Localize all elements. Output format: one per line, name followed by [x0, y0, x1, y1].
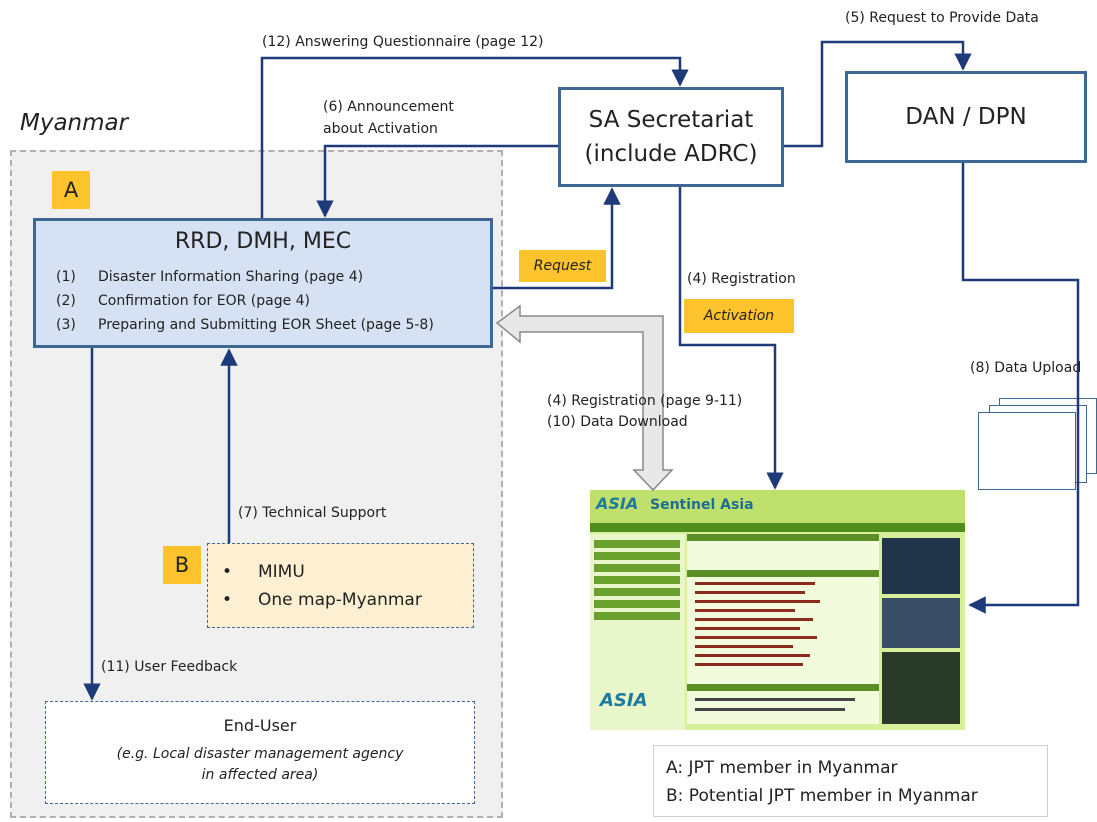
dan-dpn-box: DAN / DPN	[845, 71, 1087, 163]
sa-secretariat-box: SA Secretariat (include ADRC)	[558, 87, 784, 187]
legend-b: B: Potential JPT member in Myanmar	[666, 786, 978, 806]
text-line	[695, 591, 805, 594]
arrow-request	[493, 187, 621, 290]
mimu-box: • MIMU • One map-Myanmar	[207, 543, 474, 628]
sidebar-item	[594, 564, 680, 572]
task-text: Confirmation for EOR (page 4)	[98, 293, 311, 309]
task-number: (1)	[56, 269, 76, 285]
sidebar-item	[594, 588, 680, 596]
text-line	[695, 600, 820, 603]
satellite-image	[882, 652, 960, 724]
text-line	[695, 698, 855, 701]
label-user-feedback: (11) User Feedback	[101, 659, 238, 675]
text-line	[695, 645, 793, 648]
task-number: (2)	[56, 293, 76, 309]
region-label: Myanmar	[20, 110, 129, 136]
rrd-dmh-mec-box: RRD, DMH, MEC (1) Disaster Information Sh…	[33, 218, 493, 348]
label-announcement: (6) Announcement	[323, 99, 454, 115]
arrow-answering	[260, 56, 689, 218]
task-item: (3) Preparing and Submitting EOR Sheet (p…	[56, 317, 434, 333]
text-line	[695, 636, 817, 639]
rrd-title: RRD, DMH, MEC	[174, 229, 352, 254]
satellite-image	[882, 538, 960, 594]
text-line	[695, 618, 813, 621]
website-logo: ASIA	[596, 494, 639, 513]
legend-a: A: JPT member in Myanmar	[666, 758, 898, 778]
mimu-item: • One map-Myanmar	[222, 590, 422, 610]
arrow-request-data	[784, 40, 972, 148]
task-text: Preparing and Submitting EOR Sheet (page…	[98, 317, 434, 333]
text-line	[695, 663, 803, 666]
arrow-data-upload	[961, 163, 1080, 614]
mimu-item: • MIMU	[222, 562, 305, 582]
sa-subtitle: (include ADRC)	[584, 141, 758, 167]
task-item: (2) Confirmation for EOR (page 4)	[56, 293, 310, 309]
end-user-desc-line: in affected area)	[201, 767, 319, 783]
task-text: Disaster Information Sharing (page 4)	[98, 269, 364, 285]
sidebar-item	[594, 540, 680, 548]
bullet: •	[222, 590, 233, 610]
label-data-upload: (8) Data Upload	[970, 360, 1082, 376]
end-user-title: End-User	[223, 716, 297, 735]
satellite-image	[882, 598, 960, 648]
sidebar-item	[594, 600, 680, 608]
text-line	[695, 582, 815, 585]
website-nav	[590, 523, 965, 532]
text-line	[695, 654, 810, 657]
arrow-registration	[678, 187, 784, 490]
text-line	[695, 609, 795, 612]
sentinel-asia-website-screenshot: ASIA Sentinel Asia ASIA	[590, 490, 965, 730]
section-bar	[687, 684, 879, 691]
website-name: Sentinel Asia	[650, 497, 754, 513]
website-sidebar	[590, 534, 685, 730]
website-main	[687, 534, 879, 724]
label-registration-page: (4) Registration (page 9-11)	[547, 393, 743, 409]
end-user-desc-line: (e.g. Local disaster management agency	[116, 746, 404, 762]
website-logo-bottom: ASIA	[600, 690, 648, 711]
label-registration: (4) Registration	[687, 271, 796, 287]
activation-tag: Activation	[684, 299, 794, 333]
sidebar-item	[594, 576, 680, 584]
sidebar-item	[594, 552, 680, 560]
legend-box: A: JPT member in Myanmar B: Potential JP…	[653, 745, 1048, 817]
section-bar	[687, 570, 879, 577]
document-icon	[978, 412, 1076, 490]
end-user-box: End-User (e.g. Local disaster management…	[45, 701, 475, 804]
task-item: (1) Disaster Information Sharing (page 4)	[56, 269, 363, 285]
text-line	[695, 708, 845, 711]
mimu-item-text: One map-Myanmar	[258, 590, 422, 610]
badge-b: B	[163, 546, 201, 584]
sidebar-item	[594, 612, 680, 620]
arrow-download-hollow	[495, 304, 674, 492]
end-user-description: (e.g. Local disaster management agency i…	[46, 744, 474, 786]
label-technical-support: (7) Technical Support	[238, 505, 387, 521]
task-number: (3)	[56, 317, 76, 333]
text-line	[695, 627, 800, 630]
sa-title: SA Secretariat	[588, 107, 754, 133]
mimu-item-text: MIMU	[258, 562, 305, 582]
website-header: ASIA Sentinel Asia	[590, 490, 965, 523]
request-tag: Request	[519, 250, 606, 282]
badge-a: A	[52, 171, 90, 209]
dan-dpn-label: DAN / DPN	[905, 104, 1027, 130]
section-bar	[687, 534, 879, 541]
bullet: •	[222, 562, 233, 582]
label-data-download: (10) Data Download	[547, 414, 688, 430]
label-answering: (12) Answering Questionnaire (page 12)	[262, 34, 544, 50]
label-request-data: (5) Request to Provide Data	[845, 10, 1039, 26]
arrow-announcement	[316, 144, 558, 218]
label-announcement: about Activation	[323, 121, 438, 137]
